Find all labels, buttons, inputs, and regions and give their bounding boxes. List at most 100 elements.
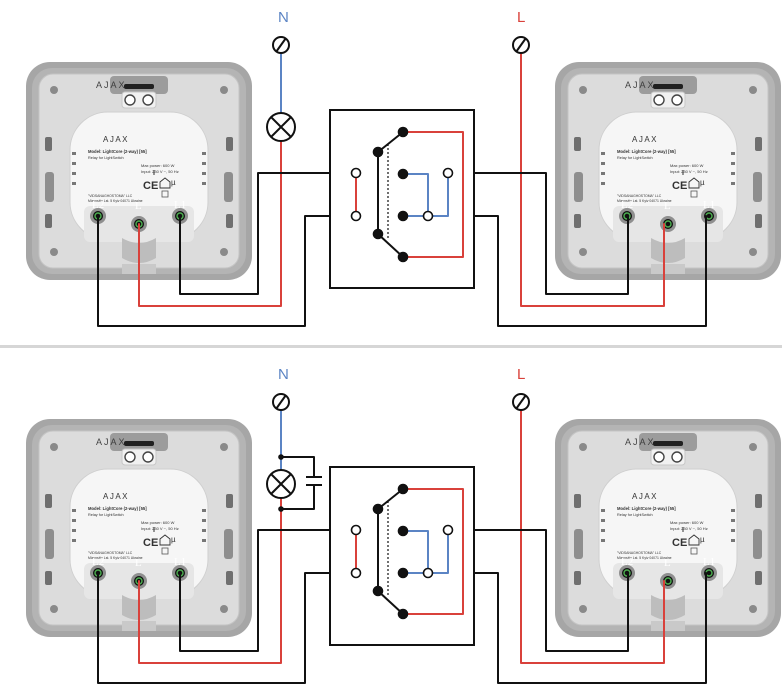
switch-lever-top <box>377 488 404 510</box>
terminal-label-l1: L1 <box>174 556 186 568</box>
capacitor-wire-top <box>280 456 315 478</box>
module-subtitle-text: Relay for LightSwitch <box>617 513 653 517</box>
module-max-power-text: Max power: 600 W <box>670 163 704 168</box>
ce-mark: CE <box>672 537 687 549</box>
ce-mark: CE <box>672 180 687 192</box>
frame-brand-logo: AJAX <box>625 80 656 90</box>
switch-internal-red-1 <box>402 488 464 615</box>
module-subtitle-text: Relay for LightSwitch <box>88 513 124 517</box>
lightcore-device-right: AJAX AJAX Model: LightCore (2-way) [55] Rel… <box>554 418 782 638</box>
module-model-text: Model: LightCore (2-way) [55] <box>617 506 676 511</box>
switch-terminal <box>350 167 362 179</box>
terminal-label-l: L <box>664 200 671 212</box>
switch-contact <box>397 210 409 222</box>
left-l1-wire <box>179 172 357 295</box>
switch-contact <box>397 525 409 537</box>
live-to-right-l-wire <box>520 401 665 664</box>
recycle-bin-icon <box>161 190 169 198</box>
indoor-use-icon <box>688 177 700 189</box>
switch-contact <box>397 251 409 263</box>
module-manufacturer-text: "VIDSANAGHOSTOMA" LLC <box>617 194 662 198</box>
switch-internal-blue-2 <box>402 529 449 574</box>
module-address-text: Mizunskiv Lst. 5 Kyiv 04071 Ukraine <box>617 199 672 203</box>
right-l2-wire <box>447 172 629 295</box>
switch-internal-blue-1 <box>402 173 429 217</box>
module-manufacturer-text: "VIDSANAGHOSTOMA" LLC <box>617 551 662 555</box>
terminal-label-l2: L2 <box>92 556 104 568</box>
switch-internal-blue-2 <box>402 172 449 217</box>
live-label: L <box>517 366 525 383</box>
ce-mark: CE <box>143 537 158 549</box>
junction-dot <box>278 506 284 512</box>
live-terminal-icon <box>512 393 530 411</box>
left-l1-wire <box>179 529 357 652</box>
indoor-use-icon <box>159 534 171 546</box>
junction-dot <box>278 454 284 460</box>
terminal-label-l2: L2 <box>621 556 633 568</box>
frame-brand-logo: AJAX <box>96 437 127 447</box>
switch-contact <box>397 567 409 579</box>
module-input-text: Input: 230 V ~, 50 Hz <box>141 526 179 531</box>
module-max-power-text: Max power: 600 W <box>141 520 175 525</box>
switch-internal-red-1 <box>402 131 464 258</box>
switch-lever-bottom <box>377 233 404 258</box>
frame-brand-logo: AJAX <box>625 437 656 447</box>
ce-mark: CE <box>143 180 158 192</box>
module-input-text: Input: 230 V ~, 50 Hz <box>670 526 708 531</box>
switch-terminal <box>442 524 454 536</box>
terminal-label-l: L <box>135 557 142 569</box>
switch-terminal <box>422 210 434 222</box>
module-model-text: Model: LightCore (2-way) [55] <box>88 506 147 511</box>
module-address-text: Mizunskiv Lst. 5 Kyiv 04071 Ukraine <box>88 199 143 203</box>
switch-contact <box>397 168 409 180</box>
module-brand-logo: AJAX <box>103 135 129 144</box>
indoor-use-icon <box>688 534 700 546</box>
switch-internal-blue-1 <box>402 530 429 574</box>
live-to-right-l-wire <box>520 44 665 307</box>
module-brand-logo: AJAX <box>103 492 129 501</box>
module-brand-logo: AJAX <box>632 135 658 144</box>
terminal-label-l2: L2 <box>621 199 633 211</box>
right-l2-wire <box>447 529 629 652</box>
lamp-icon <box>266 469 296 499</box>
switch-contact <box>397 483 409 495</box>
module-input-text: Input: 230 V ~, 50 Hz <box>141 169 179 174</box>
recycle-bin-icon <box>690 547 698 555</box>
switch-contact <box>372 228 384 240</box>
module-model-text: Model: LightCore (2-way) [55] <box>88 149 147 154</box>
switch-terminal <box>350 567 362 579</box>
module-manufacturer-text: "VIDSANAGHOSTOMA" LLC <box>88 551 133 555</box>
switch-terminal <box>422 567 434 579</box>
indoor-use-icon <box>159 177 171 189</box>
module-subtitle-text: Relay for LightSwitch <box>617 156 653 160</box>
module-brand-logo: AJAX <box>632 492 658 501</box>
switch-terminal <box>350 524 362 536</box>
switch-contact <box>372 146 384 158</box>
device-body <box>554 61 782 281</box>
frame-brand-logo: AJAX <box>96 80 127 90</box>
module-input-text: Input: 230 V ~, 50 Hz <box>670 169 708 174</box>
recycle-bin-icon <box>161 547 169 555</box>
module-max-power-text: Max power: 600 W <box>141 163 175 168</box>
recycle-bin-icon <box>690 190 698 198</box>
switch-lever-bottom <box>377 590 404 615</box>
switch-contact <box>397 126 409 138</box>
switch-lever-top <box>377 131 404 153</box>
live-label: L <box>517 9 525 26</box>
neutral-label: N <box>278 366 289 383</box>
micro-disconnection-icon: µ <box>700 535 705 544</box>
diagram-bottom: N L AJAX AJAX Model: LightCore (2-way) [55] R… <box>25 366 782 684</box>
left-l2-wire <box>97 572 357 684</box>
terminal-label-l1: L1 <box>703 199 715 211</box>
module-model-text: Model: LightCore (2-way) [55] <box>617 149 676 154</box>
module-max-power-text: Max power: 600 W <box>670 520 704 525</box>
switch-terminal <box>442 167 454 179</box>
terminal-label-l1: L1 <box>174 199 186 211</box>
module-address-text: Mizunskiv Lst. 5 Kyiv 04071 Ukraine <box>617 556 672 560</box>
terminal-label-l: L <box>135 200 142 212</box>
divider <box>0 345 782 348</box>
module-manufacturer-text: "VIDSANAGHOSTOMA" LLC <box>88 194 133 198</box>
terminal-label-l2: L2 <box>92 199 104 211</box>
